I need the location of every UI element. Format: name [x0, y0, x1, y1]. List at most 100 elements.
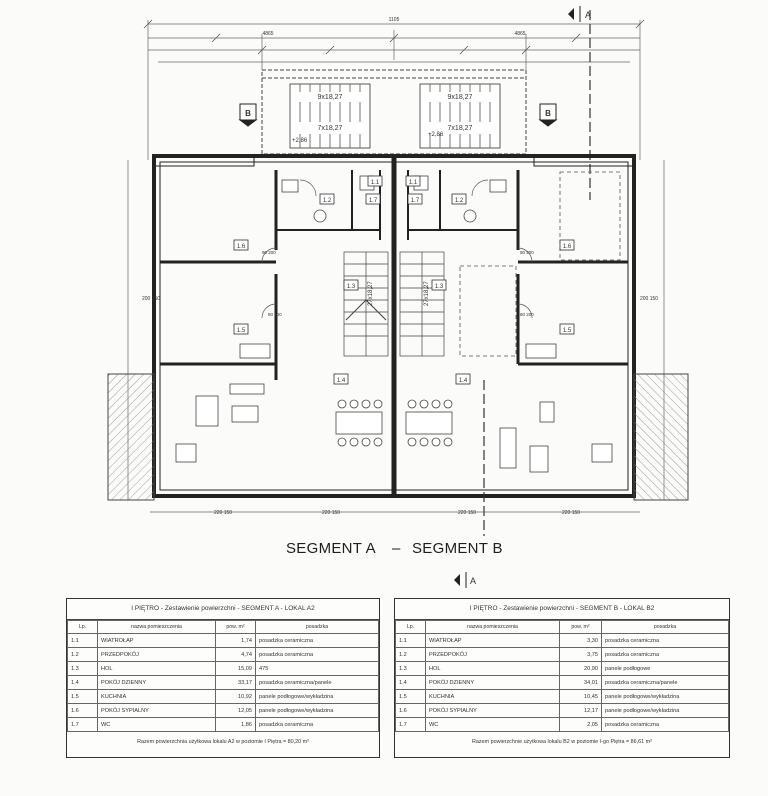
tag-b-1-4: 1.4 [459, 378, 468, 384]
door-label-a2: 80 200 [268, 312, 282, 317]
floor-finish: panele podłogowe [601, 661, 729, 676]
stair-a-top-label: 9x18,27 [318, 94, 343, 101]
table-b-header: pow. m² [559, 620, 602, 634]
room-number: 1.3 [395, 661, 426, 676]
level-b: +2,86 [428, 132, 444, 138]
tag-a-1-4: 1.4 [337, 378, 346, 384]
door-label-b2: 80 200 [520, 312, 534, 317]
balcony-left [107, 373, 155, 501]
dashed-zone-b [459, 265, 517, 357]
room-number: 1.5 [67, 689, 98, 704]
sofa-a [175, 383, 265, 463]
window-dim-right: 200 150 [640, 296, 658, 302]
room-number: 1.7 [395, 717, 426, 732]
floor-plan-drawing: 1105 4865 4865 9x18,27 7x18,27 9x18,27 7… [107, 6, 689, 536]
bottom-dim-4: 220 150 [562, 510, 580, 516]
tag-b-1-7: 1.7 [411, 198, 420, 204]
balcony-right [633, 373, 689, 501]
stairs-center-b [399, 251, 445, 357]
section-a-top-label: A [585, 10, 591, 20]
room-name: WIATROŁAP [425, 633, 560, 648]
room-number: 1.3 [67, 661, 98, 676]
tag-a-1-5: 1.5 [237, 328, 246, 334]
stair-b-top-label: 9x18,27 [448, 94, 473, 101]
door-label-b: 90 200 [520, 250, 534, 255]
room-area: 10,45 [559, 689, 602, 704]
segment-a-label: SEGMENT A [286, 540, 376, 557]
room-area: 3,30 [559, 633, 602, 648]
floor-finish: posadzka ceramiczna [255, 647, 379, 662]
room-area: 33,17 [215, 675, 256, 690]
table-b-grid: Lp. nazwa pomieszczenia pow. m² posadzka… [395, 620, 729, 732]
table-b-header-row: Lp. nazwa pomieszczenia pow. m² posadzka [395, 620, 729, 634]
room-number: 1.5 [395, 689, 426, 704]
room-area: 3,75 [559, 647, 602, 662]
room-area: 1,86 [215, 717, 256, 732]
dimension-top: 1105 [389, 17, 400, 23]
table-a-header: Lp. [67, 620, 98, 634]
tag-a-1-3: 1.3 [347, 284, 356, 290]
floor-finish: posadzka ceramiczna [601, 633, 729, 648]
table-segment-a: I PIĘTRO - Zestawienie powierzchni - SEG… [66, 598, 380, 758]
table-b-header: nazwa pomieszczenia [425, 620, 560, 634]
room-number: 1.2 [67, 647, 98, 662]
dimension-left: 4865 [262, 31, 273, 37]
door-label-a: 90 200 [262, 250, 276, 255]
room-name: WC [97, 717, 216, 732]
room-name: HOL [97, 661, 216, 676]
level-a: +2,86 [292, 138, 308, 144]
tag-a-1-6: 1.6 [237, 244, 246, 250]
floor-finish: posadzka ceramiczna/panele [601, 675, 729, 690]
room-number: 1.4 [67, 675, 98, 690]
table-a-header: nazwa pomieszczenia [97, 620, 216, 634]
section-a-bottom-label: A [470, 576, 476, 586]
room-area: 4,74 [215, 647, 256, 662]
table-a-summary: Razem powierzchnia użytkowa lokalu A2 w … [137, 739, 309, 745]
room-name: WC [425, 717, 560, 732]
section-b-left-label: B [245, 109, 251, 118]
tag-a-1-1: 1.1 [371, 180, 380, 186]
room-number: 1.2 [395, 647, 426, 662]
room-number: 1.7 [67, 717, 98, 732]
segment-b-label: SEGMENT B [412, 540, 503, 557]
room-area: 12,05 [215, 703, 256, 718]
table-a-grid: Lp. nazwa pomieszczenia pow. m² posadzka… [67, 620, 379, 732]
window-dim-left: 200 150 [142, 296, 160, 302]
stair-b-center-label: 27x18,27 [424, 281, 430, 306]
section-b-right-label: B [545, 109, 551, 118]
tag-a-1-7: 1.7 [369, 198, 378, 204]
floor-finish: posadzka ceramiczna [255, 717, 379, 732]
section-a-bottom-marker: A [454, 572, 476, 588]
stair-a-bottom-label: 7x18,27 [318, 125, 343, 132]
table-a-header-row: Lp. nazwa pomieszczenia pow. m² posadzka [67, 620, 379, 634]
section-b-markers [238, 103, 558, 127]
table-b-header: Lp. [395, 620, 426, 634]
room-name: KUCHNIA [425, 689, 560, 704]
tag-b-1-6: 1.6 [563, 244, 572, 250]
bottom-dim-2: 220 150 [322, 510, 340, 516]
bathroom-fixtures [239, 175, 557, 359]
table-a-header: pow. m² [215, 620, 256, 634]
floor-finish: panele podłogowe/wykładzina [255, 703, 379, 718]
sofa-b [499, 401, 613, 473]
dining-table-a [335, 399, 383, 447]
room-name: PRZEDPOKÓJ [97, 647, 216, 662]
room-name: POKÓJ SYPIALNY [97, 703, 216, 718]
room-tags-b [405, 175, 575, 385]
room-name: KUCHNIA [97, 689, 216, 704]
segment-labels: SEGMENT A – SEGMENT B [0, 540, 768, 564]
stair-a-center-label: 27x18,27 [368, 281, 374, 306]
bottom-dim-1: 220 150 [214, 510, 232, 516]
table-b-summary: Razem powierzchnie użytkowa lokalu B2 w … [472, 739, 652, 745]
room-name: HOL [425, 661, 560, 676]
tag-b-1-1: 1.1 [409, 180, 418, 186]
section-a-top-marker [568, 6, 591, 200]
